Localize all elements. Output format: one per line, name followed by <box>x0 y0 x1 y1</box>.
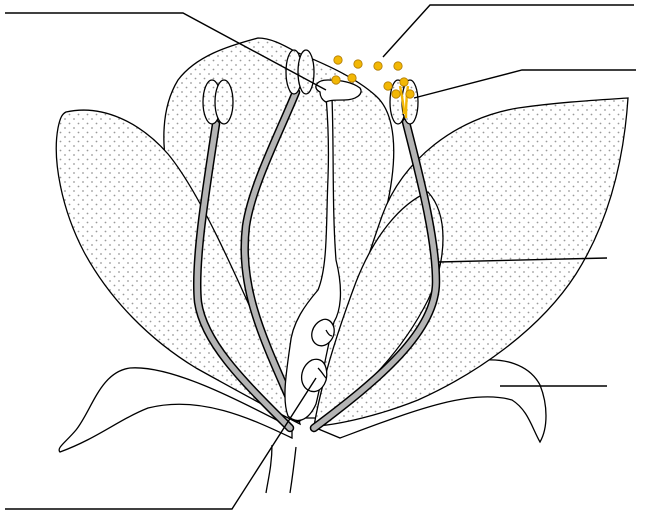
pollen-grain <box>348 74 356 82</box>
pollen-grain <box>400 78 408 86</box>
pollen-grain <box>332 76 340 84</box>
pollen-grain <box>384 82 392 90</box>
anther-center <box>286 50 314 94</box>
pollen-grain <box>406 90 414 98</box>
pollen-grain <box>334 56 342 64</box>
pollen-grain <box>374 62 382 70</box>
pollen-grain <box>392 90 400 98</box>
anther-left <box>203 80 233 124</box>
leader-line-pollen <box>383 5 634 57</box>
pollen-grain <box>394 62 402 70</box>
pollen-grain <box>354 60 362 68</box>
stem <box>266 445 296 493</box>
leader-line-anther <box>414 70 636 98</box>
